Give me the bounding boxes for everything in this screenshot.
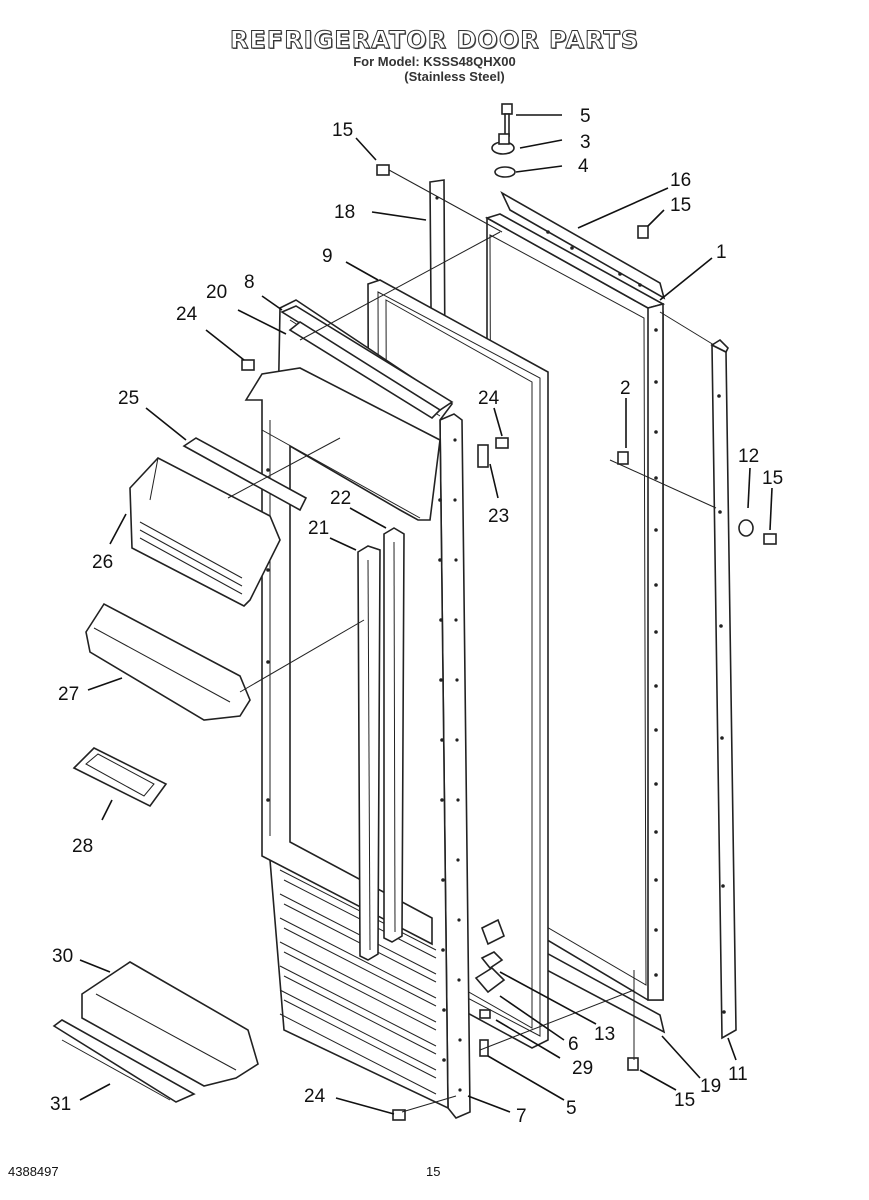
callout-23: 23 (488, 506, 509, 527)
part-30-bottom-bin (81, 961, 259, 1087)
callout-6: 6 (568, 1034, 579, 1055)
part-16-top-rail (500, 191, 666, 300)
callout-2: 2 (620, 378, 631, 399)
callout-9: 9 (322, 246, 333, 267)
page-title: REFRIGERATOR DOOR PARTS (229, 26, 640, 55)
page-header: REFRIGERATOR DOOR PARTS For Model: KSSS4… (0, 26, 869, 85)
callout-27: 27 (58, 684, 79, 705)
callout-21: 21 (308, 518, 329, 539)
callout-26: 26 (92, 552, 113, 573)
document-number: 4388497 (8, 1164, 59, 1179)
callout-18: 18 (334, 202, 355, 223)
callout-15-right-mid: 15 (762, 468, 783, 489)
callout-29: 29 (572, 1058, 593, 1079)
callout-labels: 5 3 4 15 16 15 18 9 1 8 20 24 2 25 24 12… (50, 106, 783, 1127)
callout-25: 25 (118, 388, 139, 409)
callout-20: 20 (206, 282, 227, 303)
part-27-door-bin (85, 602, 251, 721)
callout-30: 30 (52, 946, 73, 967)
finish-line: (Stainless Steel) (404, 69, 505, 84)
callout-19: 19 (700, 1076, 721, 1097)
callout-12: 12 (738, 446, 759, 467)
part-21-channel (357, 545, 381, 961)
bottom-hinge-assembly (474, 918, 506, 1057)
part-25-rail (182, 437, 308, 512)
part-28-tray (72, 747, 168, 808)
callout-4: 4 (578, 156, 589, 177)
callout-1: 1 (716, 242, 727, 263)
screws (241, 164, 777, 1121)
callout-22: 22 (330, 488, 351, 509)
top-hinge-assembly (491, 103, 516, 178)
part-31-bin-front (52, 1019, 196, 1103)
page-number: 15 (426, 1164, 441, 1179)
callout-8: 8 (244, 272, 255, 293)
callout-28: 28 (72, 836, 93, 857)
callout-5-bottom: 5 (566, 1098, 577, 1119)
callout-31: 31 (50, 1094, 71, 1115)
callout-11: 11 (728, 1064, 748, 1085)
callout-15-top: 15 (332, 120, 353, 141)
callout-15-bottom: 15 (674, 1090, 695, 1111)
callout-13: 13 (594, 1024, 615, 1045)
leader-lines (227, 169, 717, 1113)
callout-5-top: 5 (580, 106, 591, 127)
callout-24-bottom: 24 (304, 1086, 326, 1107)
callout-arrows (79, 114, 773, 1115)
model-line: For Model: KSSS48QHX00 (353, 54, 516, 69)
callout-24-center: 24 (478, 388, 500, 409)
part-8-top-cap (280, 305, 454, 420)
callout-24-upper-left: 24 (176, 304, 198, 325)
callout-16: 16 (670, 170, 691, 191)
callout-15-right-top: 15 (670, 195, 691, 216)
part-22-channel (383, 527, 405, 943)
part-11-trim-strip (710, 338, 737, 1040)
callout-7: 7 (516, 1106, 527, 1127)
callout-3: 3 (580, 132, 591, 153)
part-26-dairy-cover (129, 457, 281, 607)
